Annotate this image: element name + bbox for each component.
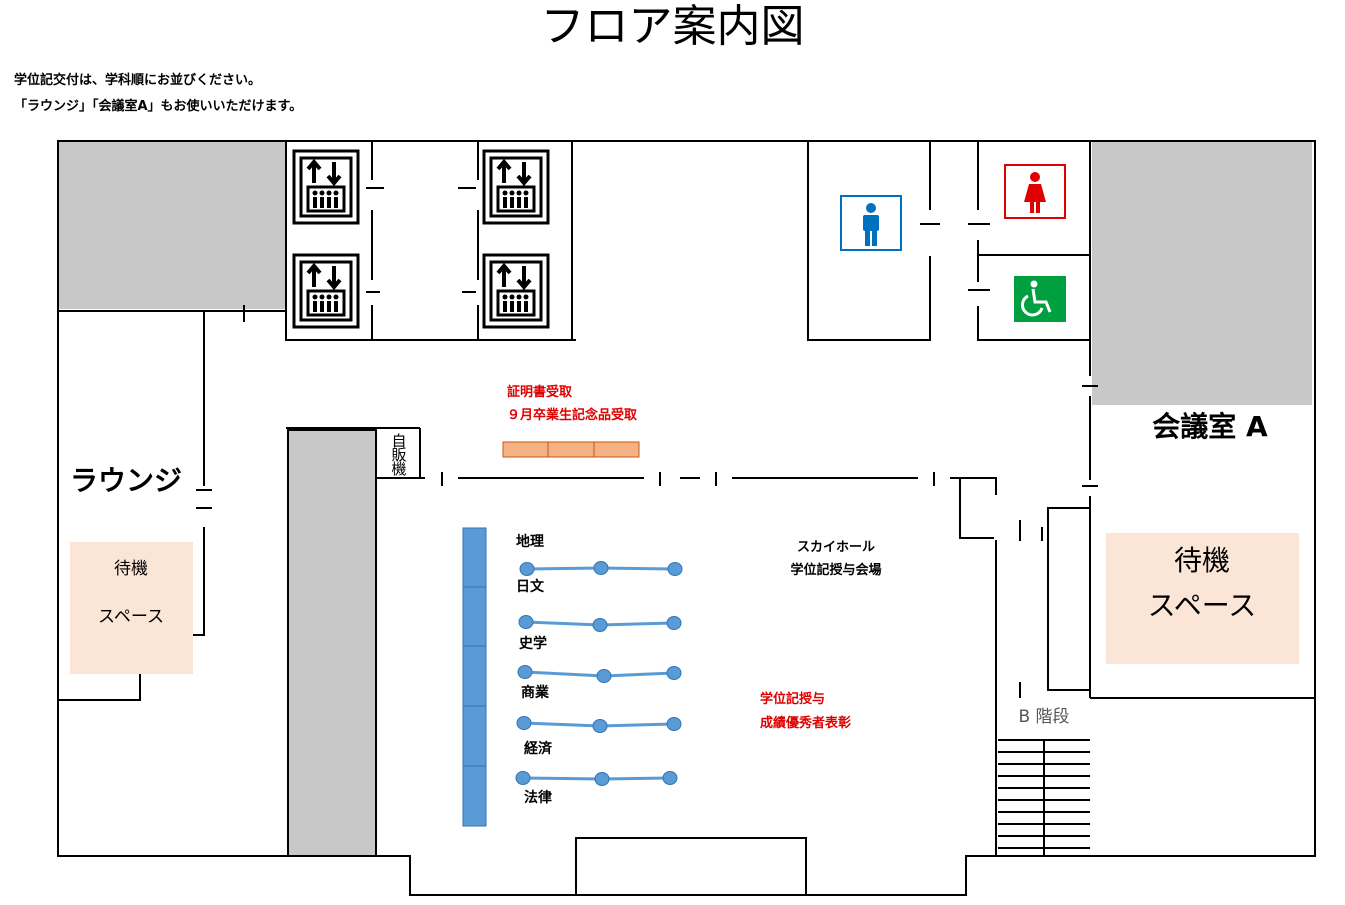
elevator-icon: [292, 253, 360, 329]
queue-dot: [592, 719, 608, 733]
queue-dot: [666, 666, 682, 680]
queue-dot: [516, 716, 532, 730]
men-restroom-icon: [840, 195, 902, 251]
queue-column: [462, 527, 487, 827]
dept-label-economics: 経済: [524, 740, 553, 757]
queue-dot: [666, 616, 682, 630]
stairs-label: B 階段: [1018, 707, 1069, 727]
conference-room-label: 会議室 A: [1152, 410, 1268, 443]
vending-label: 自 販 機: [391, 432, 406, 478]
lounge-label: ラウンジ: [70, 464, 182, 497]
note-line-2: 「ラウンジ」「会議室A」もお使いいただけます。: [14, 99, 303, 114]
certificate-counter: [502, 441, 640, 458]
waiting-right-line-1: 待機: [1174, 544, 1230, 577]
dept-label-history: 史学: [519, 635, 547, 652]
hall-label-1: スカイホール: [797, 540, 875, 555]
dept-label-japanese: 日文: [516, 578, 545, 595]
door-marks: [196, 187, 1098, 541]
queue-dot: [592, 618, 608, 632]
queue-dot: [596, 669, 612, 683]
queue-dot: [518, 615, 534, 629]
gray-column: [287, 429, 377, 857]
vending-char: 販: [391, 446, 406, 464]
dept-label-geography: 地理: [516, 533, 544, 550]
page-title: フロア案内図: [540, 1, 805, 52]
walls: [57, 140, 1316, 896]
queue-dot: [515, 771, 531, 785]
elevator-icon: [482, 253, 550, 329]
women-restroom-icon: [1004, 164, 1066, 219]
waiting-left-line-1: 待機: [114, 559, 148, 579]
ceremony-label-1: 学位記授与: [760, 691, 825, 707]
stairs-steps: [998, 739, 1090, 856]
accessible-restroom-icon: [1014, 276, 1066, 322]
waiting-space-right: [1106, 533, 1299, 664]
dept-label-commerce: 商業: [521, 684, 550, 701]
queue-dot: [594, 772, 610, 786]
waiting-right-line-2: スペース: [1148, 589, 1257, 622]
gray-block-top-right: [1092, 141, 1312, 405]
waiting-left-line-2: スペース: [98, 607, 164, 627]
ceremony-label-2: 成績優秀者表彰: [760, 715, 851, 731]
hall-label-2: 学位記授与会場: [790, 562, 881, 578]
certificate-label-2: ９月卒業生記念品受取: [507, 407, 638, 423]
note-line-1: 学位記交付は、学科順にお並びください。: [14, 73, 262, 88]
queue-dot: [593, 561, 609, 575]
queue-dot: [662, 771, 678, 785]
elevator-icon: [482, 149, 550, 225]
dept-label-law: 法律: [524, 789, 552, 806]
vending-char: 機: [391, 460, 406, 478]
queue-dot: [517, 665, 533, 679]
waiting-space-left: [70, 542, 193, 674]
vending-char: 自: [391, 432, 406, 450]
queue-dot: [519, 562, 535, 576]
elevator-icon: [292, 149, 360, 225]
queue-dot: [667, 562, 683, 576]
queue-lines: [515, 561, 683, 786]
gray-block-top-left: [58, 141, 286, 309]
certificate-label-1: 証明書受取: [507, 384, 573, 400]
queue-dot: [666, 717, 682, 731]
